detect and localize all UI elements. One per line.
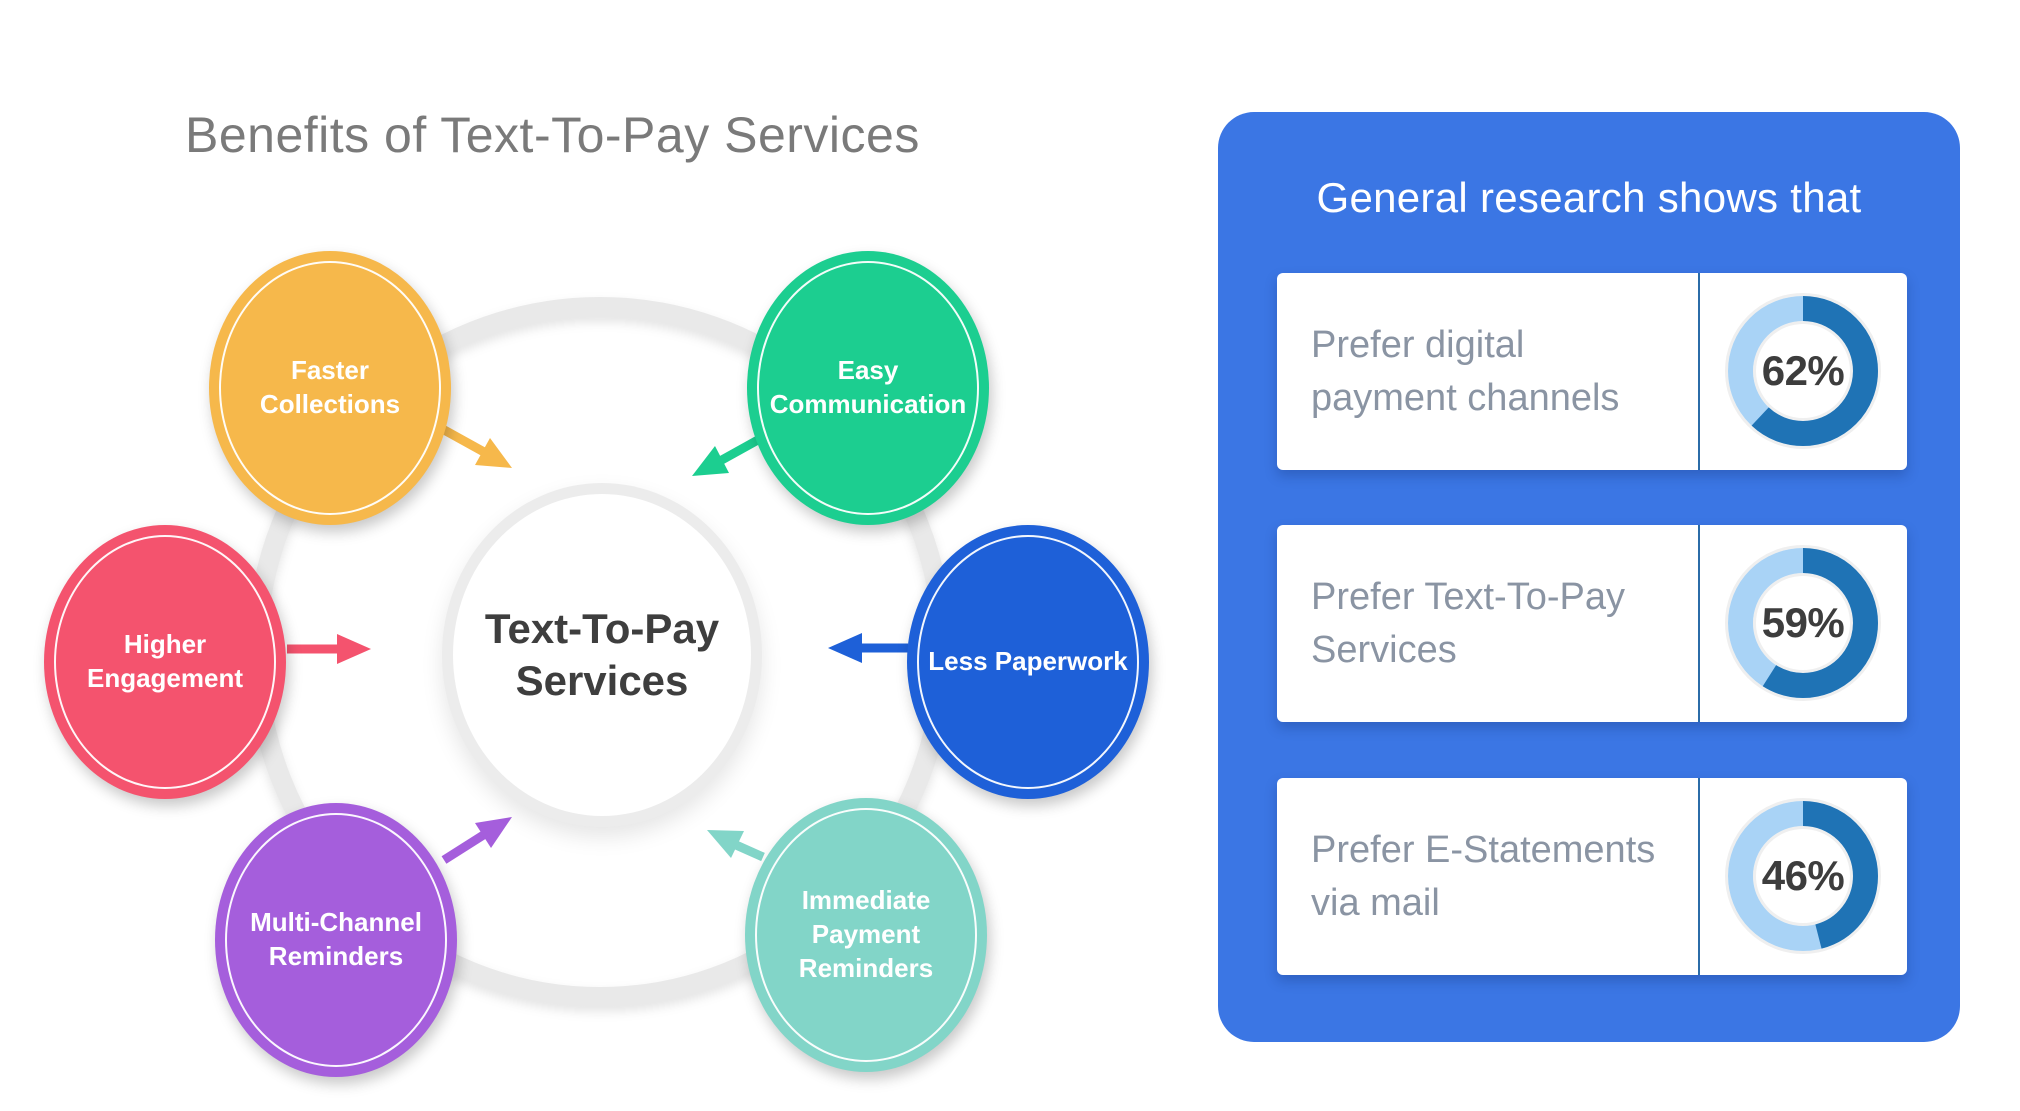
stat-label: Prefer E-Statements via mail: [1311, 829, 1656, 924]
donut-outer-halo: [1725, 545, 1881, 701]
page-title: Benefits of Text-To-Pay Services: [185, 107, 920, 163]
stat-card-text-to-pay: Prefer Text-To-Pay Services 59%: [1277, 525, 1907, 722]
donut-outer-halo: [1725, 293, 1881, 449]
arrow-easy-communication: [692, 432, 768, 476]
donut-value-arc: [1728, 801, 1878, 951]
donut-outer-halo: [1725, 798, 1881, 954]
node-label: Faster Collections: [259, 355, 401, 419]
node-higher-engagement: Higher Engagement: [44, 525, 286, 799]
arrow-immediate-payment-reminders: [707, 830, 765, 862]
node-faster-collections: Faster Collections: [209, 251, 451, 525]
node-label: Easy Communication: [769, 355, 967, 419]
donut-percent-label: 62%: [1761, 347, 1845, 394]
stat-label: Prefer Text-To-Pay Services: [1311, 576, 1625, 671]
node-immediate-payment-reminders: Immediate Payment Reminders: [745, 798, 987, 1072]
donut-value-arc: [1728, 548, 1878, 698]
node-label: Multi-Channel Reminders: [250, 907, 422, 971]
donut-inner-halo: [1753, 321, 1853, 421]
diagram-center-hub: Text-To-Pay Services: [442, 483, 762, 827]
arrow-less-paperwork: [828, 633, 908, 663]
node-label: Less Paperwork: [928, 646, 1128, 677]
arrow-multi-channel-reminders: [441, 817, 512, 864]
donut-value-arc: [1728, 296, 1878, 446]
stat-card-digital-payment: Prefer digital payment channels 62%: [1277, 273, 1907, 470]
donut-chart-46: 46%: [1718, 791, 1888, 961]
node-label: Higher Engagement: [86, 629, 244, 693]
node-less-paperwork: Less Paperwork: [907, 525, 1149, 799]
donut-chart-62: 62%: [1718, 286, 1888, 456]
node-multi-channel-reminders: Multi-Channel Reminders: [215, 803, 457, 1077]
diagram-center-label: Text-To-Pay Services: [484, 604, 720, 705]
research-panel: General research shows that Prefer digit…: [1218, 112, 1960, 1042]
card-divider: [1698, 273, 1700, 470]
node-label: Immediate Payment Reminders: [798, 885, 934, 983]
donut-inner-halo: [1753, 826, 1853, 926]
node-easy-communication: Easy Communication: [747, 251, 989, 525]
research-heading: General research shows that: [1316, 174, 1862, 221]
stat-card-e-statements: Prefer E-Statements via mail 46%: [1277, 778, 1907, 975]
arrow-higher-engagement: [287, 634, 371, 664]
donut-chart-59: 59%: [1718, 538, 1888, 708]
arrow-faster-collections: [434, 422, 512, 468]
donut-inner-halo: [1753, 573, 1853, 673]
donut-percent-label: 46%: [1761, 852, 1845, 899]
donut-percent-label: 59%: [1761, 599, 1845, 646]
card-divider: [1698, 525, 1700, 722]
stat-label: Prefer digital payment channels: [1311, 324, 1620, 419]
card-divider: [1698, 778, 1700, 975]
